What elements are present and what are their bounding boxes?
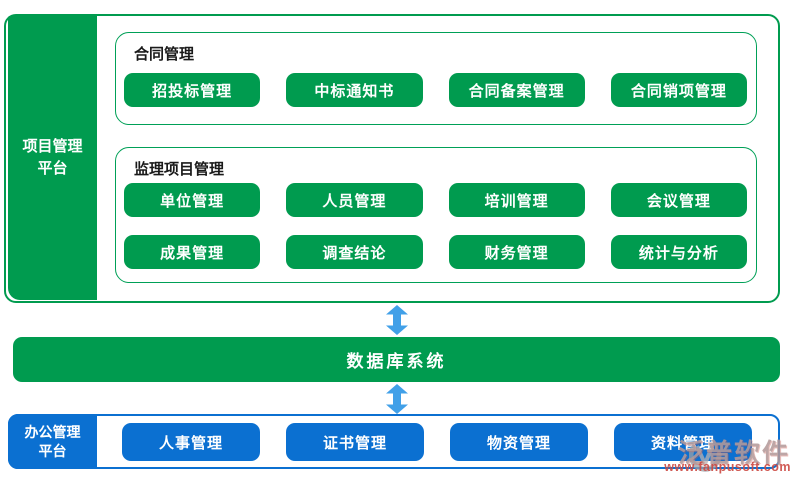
achievement-management-button[interactable]: 成果管理	[124, 235, 261, 269]
bid-award-notice-button[interactable]: 中标通知书	[286, 73, 423, 107]
group-title-contract: 合同管理	[134, 46, 195, 63]
group-contract-management: 合同管理 招投标管理 中标通知书 合同备案管理 合同销项管理	[115, 32, 757, 125]
meeting-management-button[interactable]: 会议管理	[610, 183, 747, 217]
sidebar-office-platform: 办公管理 平台	[8, 414, 97, 469]
survey-conclusion-button[interactable]: 调查结论	[286, 235, 423, 269]
statistics-analysis-button[interactable]: 统计与分析	[610, 235, 747, 269]
project-platform-label-line1: 项目管理	[22, 138, 83, 156]
office-platform-label-line2: 平台	[38, 442, 67, 459]
double-arrow-icon	[386, 384, 408, 414]
office-platform-label-line1: 办公管理	[24, 423, 81, 440]
database-system-bar: 数据库系统	[13, 337, 780, 382]
tender-bid-management-button[interactable]: 招投标管理	[124, 73, 261, 107]
documents-management-button[interactable]: 资料管理	[614, 423, 752, 461]
project-platform-label-line2: 平台	[37, 160, 68, 177]
contract-filing-management-button[interactable]: 合同备案管理	[448, 73, 585, 107]
unit-management-button[interactable]: 单位管理	[124, 183, 261, 217]
finance-management-button[interactable]: 财务管理	[448, 235, 585, 269]
contract-button-row: 招投标管理 中标通知书 合同备案管理 合同销项管理	[124, 73, 747, 107]
contract-output-management-button[interactable]: 合同销项管理	[610, 73, 747, 107]
materials-management-button[interactable]: 物资管理	[450, 423, 588, 461]
certificate-management-button[interactable]: 证书管理	[286, 423, 424, 461]
group-supervision-project-management: 监理项目管理 单位管理 人员管理 培训管理 会议管理 成果管理 调查结论 财务管…	[115, 147, 757, 283]
hr-management-button[interactable]: 人事管理	[122, 423, 260, 461]
personnel-management-button[interactable]: 人员管理	[286, 183, 423, 217]
office-button-row: 人事管理 证书管理 物资管理 资料管理	[122, 423, 752, 461]
sidebar-project-platform: 项目管理 平台	[8, 16, 97, 300]
training-management-button[interactable]: 培训管理	[448, 183, 585, 217]
supervision-button-row-1: 单位管理 人员管理 培训管理 会议管理	[124, 183, 747, 217]
group-title-supervision: 监理项目管理	[134, 161, 225, 178]
supervision-button-row-2: 成果管理 调查结论 财务管理 统计与分析	[124, 235, 747, 269]
double-arrow-icon	[386, 305, 408, 335]
